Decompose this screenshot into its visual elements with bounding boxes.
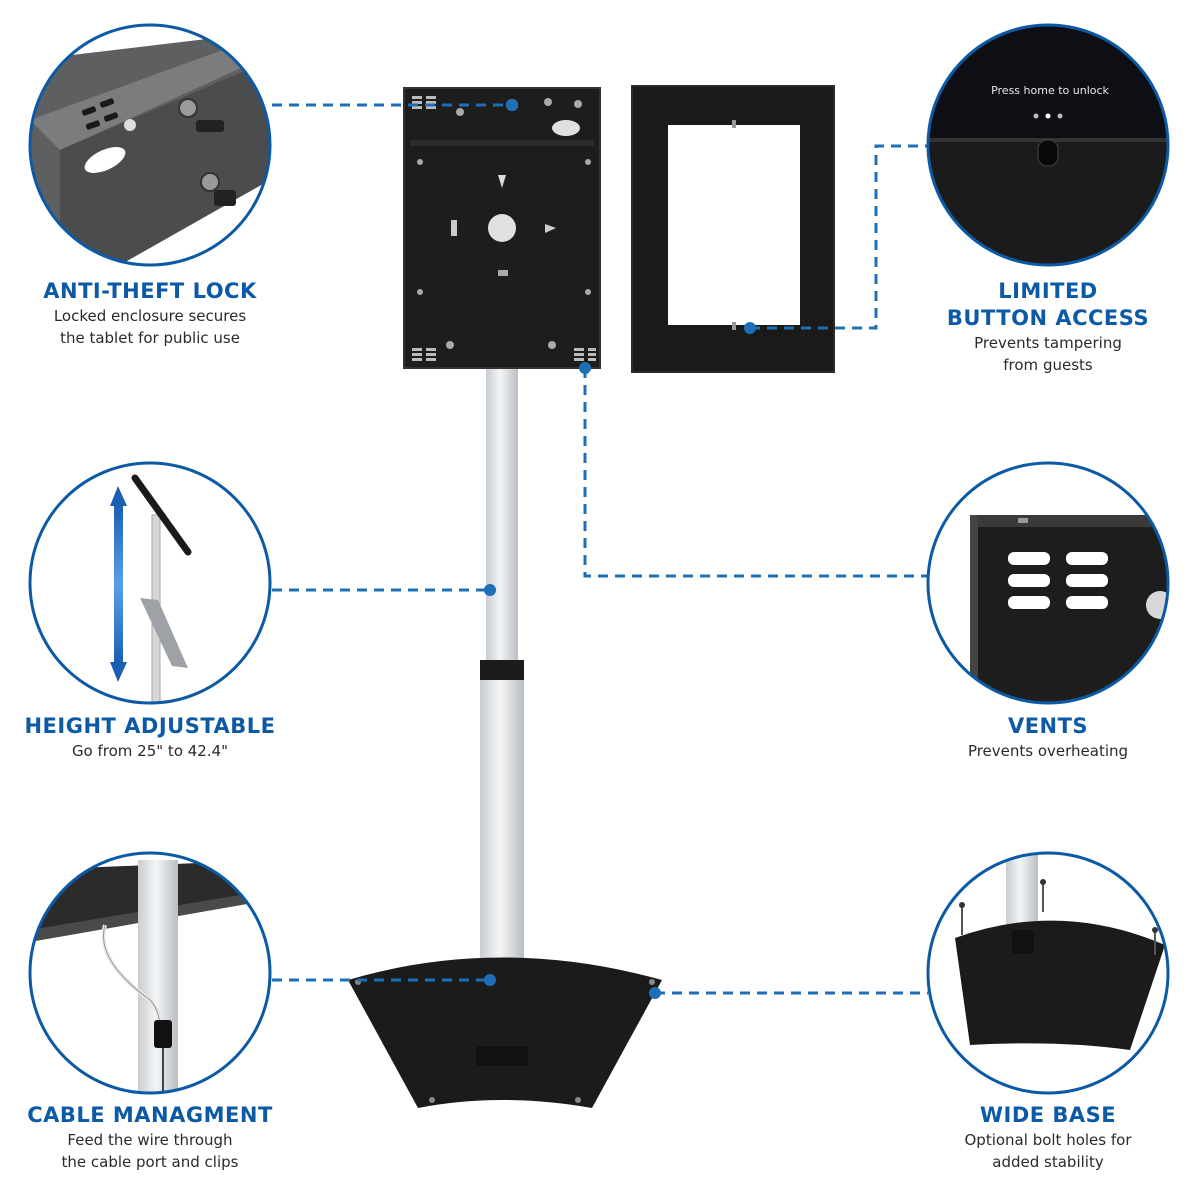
feature-desc-line1: Locked enclosure secures — [53, 307, 247, 325]
lock-screen-text: Press home to unlock — [991, 84, 1109, 97]
height-detail-circle — [28, 461, 272, 705]
stand — [348, 366, 662, 1108]
enclosure-back-plate — [403, 87, 601, 369]
feature-height-adjustable: HEIGHT ADJUSTABLE Go from 25" to 42.4" — [0, 713, 300, 762]
cable-detail-circle — [28, 851, 272, 1095]
feature-title: VENTS — [1007, 714, 1089, 738]
feature-title: WIDE BASE — [979, 1103, 1117, 1127]
feature-vents: VENTS Prevents overheating — [898, 713, 1198, 762]
base-detail-circle — [926, 851, 1170, 1095]
stand-base — [348, 957, 662, 1108]
enclosure-front-frame — [631, 85, 835, 373]
feature-anti-theft-lock: ANTI-THEFT LOCK Locked enclosure secures… — [0, 278, 300, 349]
feature-desc-line1: Feed the wire through — [67, 1131, 233, 1149]
feature-wide-base: WIDE BASE Optional bolt holes for added … — [898, 1102, 1198, 1173]
feature-title-line1: LIMITED — [998, 279, 1098, 303]
pole-collar — [480, 660, 524, 680]
feature-desc-line1: Prevents tampering — [974, 334, 1122, 352]
upper-pole — [486, 366, 518, 666]
feature-cable-management: CABLE MANAGMENT Feed the wire through th… — [0, 1102, 300, 1173]
feature-desc-line2: the cable port and clips — [61, 1153, 239, 1171]
feature-title: ANTI-THEFT LOCK — [43, 279, 257, 303]
button-access-detail-circle — [926, 23, 1170, 267]
feature-desc-line2: added stability — [992, 1153, 1104, 1171]
lock-detail-circle — [28, 23, 272, 267]
feature-title: HEIGHT ADJUSTABLE — [24, 714, 276, 738]
feature-desc-line1: Prevents overheating — [967, 742, 1129, 760]
feature-desc-line2: the tablet for public use — [60, 329, 240, 347]
feature-desc-line1: Go from 25" to 42.4" — [71, 742, 229, 760]
feature-limited-button-access: LIMITED BUTTON ACCESS Prevents tampering… — [898, 278, 1198, 376]
feature-desc-line1: Optional bolt holes for — [964, 1131, 1132, 1149]
feature-desc-line2: from guests — [1003, 356, 1093, 374]
feature-title: CABLE MANAGMENT — [27, 1103, 273, 1127]
connector-dots — [484, 99, 756, 999]
feature-title-line2: BUTTON ACCESS — [946, 306, 1150, 330]
vents-detail-circle — [926, 461, 1170, 705]
connector-vents — [583, 368, 928, 578]
connector-lines — [272, 103, 928, 995]
